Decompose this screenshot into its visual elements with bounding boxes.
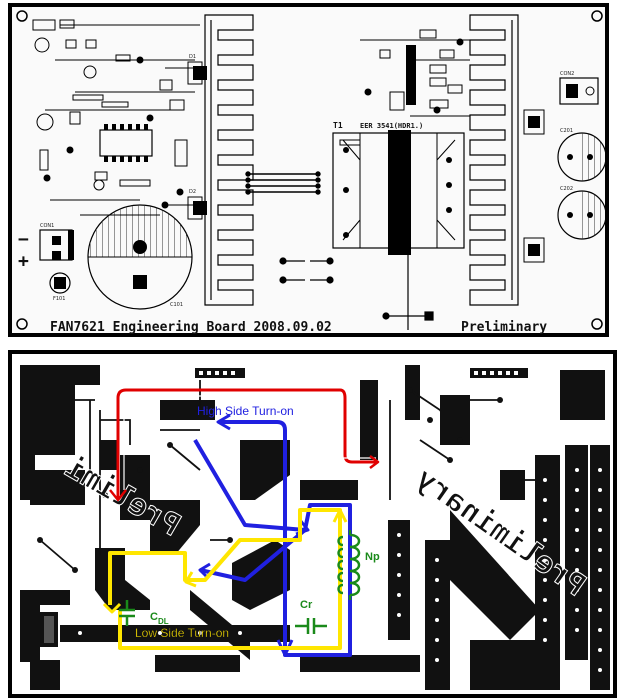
output-components: CON2 C201 C202 bbox=[523, 71, 607, 263]
copper-pours bbox=[20, 365, 610, 690]
label-d1: D1 bbox=[189, 54, 196, 60]
label-low-side-turn-on: Low Side Turn-on bbox=[135, 626, 229, 640]
output-cap-2 bbox=[557, 190, 607, 240]
mount-hole-bl bbox=[16, 318, 28, 330]
label-cdl: CDL bbox=[150, 611, 169, 626]
return-current-path bbox=[109, 388, 380, 502]
input-connector: − + CON1 bbox=[18, 223, 74, 272]
jumper-links bbox=[245, 171, 321, 195]
mount-hole-tr bbox=[591, 10, 603, 22]
label-cdl-main: C bbox=[150, 611, 158, 623]
polarity-minus: − bbox=[18, 229, 29, 250]
transformer-t1: T1 EER 3541(HDR1.) bbox=[332, 121, 465, 255]
label-d2: D2 bbox=[189, 189, 196, 195]
label-con1: CON1 bbox=[40, 223, 54, 229]
mosfet-footprints: D1 D2 bbox=[187, 54, 207, 220]
capacitor-cdl bbox=[119, 600, 135, 626]
bulk-capacitor: C101 bbox=[87, 204, 193, 310]
label-high-side-turn-on: High Side Turn-on bbox=[197, 404, 294, 418]
output-cap-1 bbox=[557, 132, 607, 182]
label-c202: C202 bbox=[560, 186, 573, 192]
mount-hole-br bbox=[591, 318, 603, 330]
thin-traces bbox=[39, 380, 535, 571]
label-cdl-sub: DL bbox=[158, 617, 169, 626]
mount-hole-tl bbox=[16, 10, 28, 22]
transformer-part-label: EER 3541(HDR1.) bbox=[360, 122, 423, 130]
heatsink-right bbox=[469, 14, 519, 306]
upper-right-components bbox=[360, 29, 470, 117]
low-side-current-path bbox=[102, 508, 348, 650]
label-f101: F101 bbox=[53, 296, 65, 302]
primary-winding-np bbox=[337, 530, 361, 600]
bottom-mid-components bbox=[279, 255, 434, 330]
resonant-capacitor-cr bbox=[295, 618, 327, 634]
fuse-f101: F101 bbox=[49, 272, 71, 302]
transformer-ref-label: T1 bbox=[333, 121, 343, 130]
label-cr: Cr bbox=[300, 599, 313, 611]
ic1-footprint bbox=[99, 124, 153, 162]
label-np: Np bbox=[365, 551, 380, 563]
board-status: Preliminary bbox=[461, 320, 547, 335]
board-title: FAN7621 Engineering Board 2008.09.02 bbox=[50, 320, 332, 335]
bottom-panel: Prelimi Preliminary bbox=[8, 350, 617, 698]
trace-pads bbox=[37, 387, 503, 573]
label-c101: C101 bbox=[170, 302, 183, 308]
label-c201: C201 bbox=[560, 128, 573, 134]
left-small-components bbox=[32, 19, 205, 216]
label-con2: CON2 bbox=[560, 71, 574, 77]
header-footprints bbox=[40, 368, 528, 647]
heatsink-left bbox=[204, 14, 254, 306]
top-panel: T1 EER 3541(HDR1.) C101 − bbox=[8, 3, 609, 337]
polarity-plus: + bbox=[18, 251, 29, 272]
